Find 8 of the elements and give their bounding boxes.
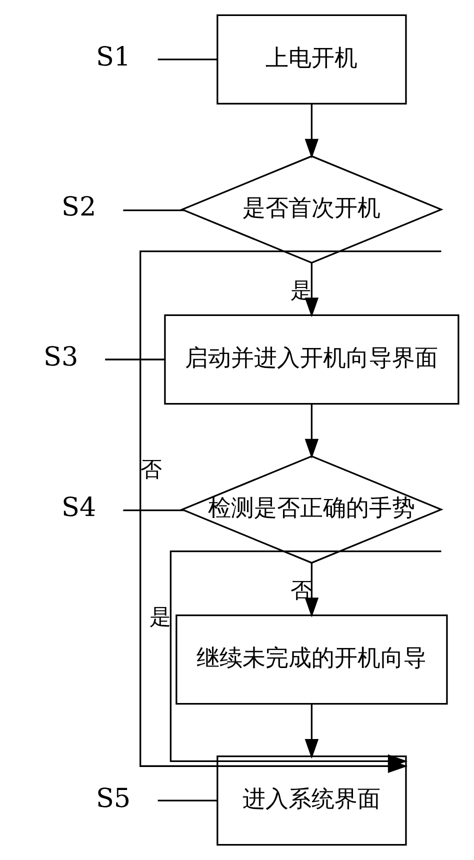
edge-label: 否 bbox=[140, 458, 162, 483]
node-text: S2 bbox=[61, 192, 96, 223]
edge-label: 是 bbox=[149, 605, 170, 630]
node-text: S4 bbox=[61, 492, 96, 523]
node-text: S5 bbox=[95, 784, 130, 814]
node-text: S1 bbox=[95, 42, 130, 73]
node-text: S3 bbox=[43, 342, 78, 373]
edge-label: 否 bbox=[290, 578, 312, 604]
